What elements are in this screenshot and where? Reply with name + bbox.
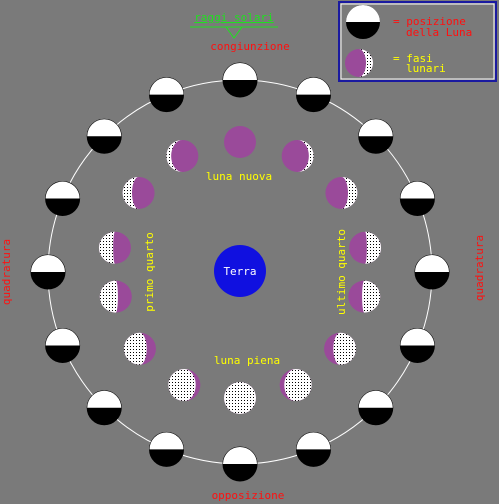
orbit-moon bbox=[295, 77, 331, 113]
moon-phase bbox=[123, 332, 156, 365]
new-moon-label: luna nuova bbox=[206, 170, 272, 183]
legend-phases-text-2: lunari bbox=[406, 62, 446, 75]
quadrature-right-label: quadratura bbox=[473, 235, 486, 301]
legend-position-text-2: della Luna bbox=[406, 26, 472, 39]
moon-phase bbox=[324, 332, 357, 365]
orbit-moon bbox=[222, 62, 258, 98]
last-quarter-label: ultimo quarto bbox=[335, 229, 348, 315]
opposition-label: opposizione bbox=[212, 489, 285, 502]
orbit-moon bbox=[30, 254, 66, 290]
orbit-moon bbox=[399, 327, 435, 363]
moon-phase bbox=[348, 280, 381, 313]
orbit-moon bbox=[45, 327, 81, 363]
solar-rays-label: raggi solari bbox=[194, 11, 273, 24]
orbit-moon bbox=[149, 431, 185, 467]
orbit-moon bbox=[295, 431, 331, 467]
orbit-moon bbox=[86, 118, 122, 154]
full-moon-label: luna piena bbox=[214, 354, 280, 367]
orbit-moon bbox=[149, 77, 185, 113]
moon-phase bbox=[224, 126, 256, 158]
moon-phase bbox=[98, 231, 131, 264]
moon-phase bbox=[279, 369, 312, 402]
orbit-moon bbox=[45, 181, 81, 217]
legend-position-icon bbox=[346, 5, 380, 39]
legend-phases-text-1: = fasi bbox=[393, 52, 433, 65]
orbit-moon bbox=[222, 446, 258, 482]
orbit-moon bbox=[358, 118, 394, 154]
orbit-moon bbox=[86, 390, 122, 426]
legend-phase-icon bbox=[345, 49, 373, 77]
earth-label: Terra bbox=[223, 265, 256, 278]
orbit-moon bbox=[414, 254, 450, 290]
moon-phase bbox=[122, 176, 155, 209]
conjunction-label: congiunzione bbox=[210, 40, 289, 53]
quadrature-left-label: quadratura bbox=[0, 239, 13, 305]
legend-position-text-1: = posizione bbox=[393, 15, 466, 28]
lunar-phases bbox=[98, 126, 382, 414]
moon-phase bbox=[168, 369, 201, 402]
moon-phase bbox=[166, 139, 199, 172]
moon-phase bbox=[325, 176, 358, 209]
orbit-moon bbox=[358, 390, 394, 426]
moon-phase bbox=[281, 139, 314, 172]
orbit-moon-positions bbox=[30, 62, 450, 482]
moon-phase bbox=[349, 231, 382, 264]
legend: = posizione della Luna = fasi lunari bbox=[338, 1, 497, 82]
solar-rays-arrow bbox=[190, 26, 278, 39]
first-quarter-label: primo quarto bbox=[143, 232, 156, 311]
orbit-moon bbox=[399, 181, 435, 217]
legend-border bbox=[340, 3, 495, 80]
moon-phase bbox=[224, 382, 256, 414]
moon-phase bbox=[99, 280, 132, 313]
earth bbox=[214, 245, 266, 297]
